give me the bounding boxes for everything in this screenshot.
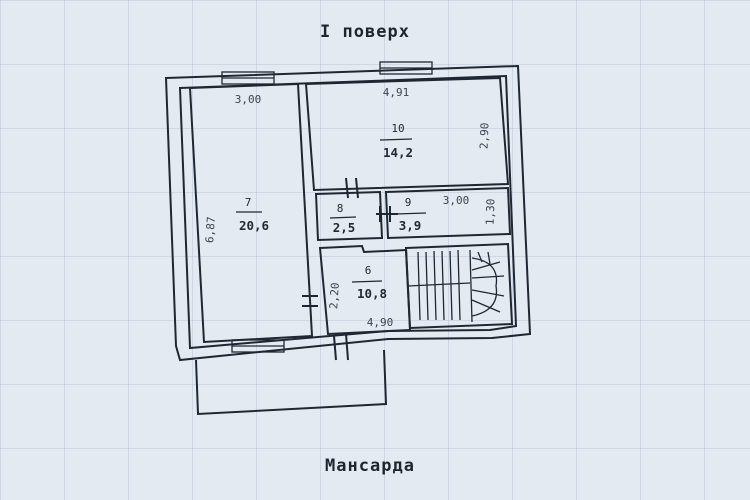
room-10-number: 10 bbox=[391, 122, 404, 135]
staircase bbox=[404, 242, 514, 330]
room-6-label: 6 10,8 bbox=[351, 264, 387, 301]
room-7-label: 7 20,6 bbox=[236, 196, 269, 233]
entrance-door bbox=[333, 333, 349, 361]
room-6-area: 10,8 bbox=[357, 286, 387, 301]
room-7-outline bbox=[188, 82, 314, 344]
door-room-6 bbox=[302, 295, 318, 307]
dimension-room-7-width: 3,00 bbox=[235, 93, 262, 106]
dimension-room-6-depth: 2,20 bbox=[327, 282, 342, 309]
porch-outline bbox=[195, 349, 388, 416]
room-8-area: 2,5 bbox=[333, 220, 356, 235]
outer-wall-inner-line bbox=[178, 74, 518, 350]
door-room-8 bbox=[345, 177, 359, 199]
dimension-room-10-width: 4,91 bbox=[383, 86, 410, 99]
room-8-outline bbox=[314, 190, 384, 242]
room-10-label: 10 14,2 bbox=[379, 122, 413, 160]
window-room-7 bbox=[221, 71, 275, 85]
dimension-room-9-depth: 1,30 bbox=[484, 198, 498, 225]
room-9-number: 9 bbox=[405, 196, 412, 209]
room-8-number: 8 bbox=[337, 202, 344, 215]
attic-title: Мансарда bbox=[325, 456, 415, 476]
room-6-number: 6 bbox=[365, 264, 372, 277]
room-10-area: 14,2 bbox=[383, 145, 413, 160]
room-8-label: 8 2,5 bbox=[329, 202, 357, 235]
room-10-outline bbox=[304, 76, 510, 192]
dimension-room-7-length: 6,87 bbox=[203, 216, 218, 243]
floor-title: I поверх bbox=[320, 22, 410, 42]
outer-wall-outer-line bbox=[164, 64, 532, 362]
room-7-number: 7 bbox=[245, 196, 252, 209]
dimension-room-6-width: 4,90 bbox=[367, 316, 394, 329]
door-room-9 bbox=[376, 206, 398, 222]
room-9-outline bbox=[384, 186, 512, 240]
dimension-room-10-depth: 2,90 bbox=[478, 122, 492, 149]
room-9-area: 3,9 bbox=[399, 218, 422, 233]
window-room-10 bbox=[379, 61, 433, 75]
dimension-room-9-width: 3,00 bbox=[443, 194, 470, 207]
room-9-label: 9 3,9 bbox=[395, 196, 427, 233]
outer-walls bbox=[164, 64, 532, 362]
room-7-area: 20,6 bbox=[239, 218, 269, 233]
